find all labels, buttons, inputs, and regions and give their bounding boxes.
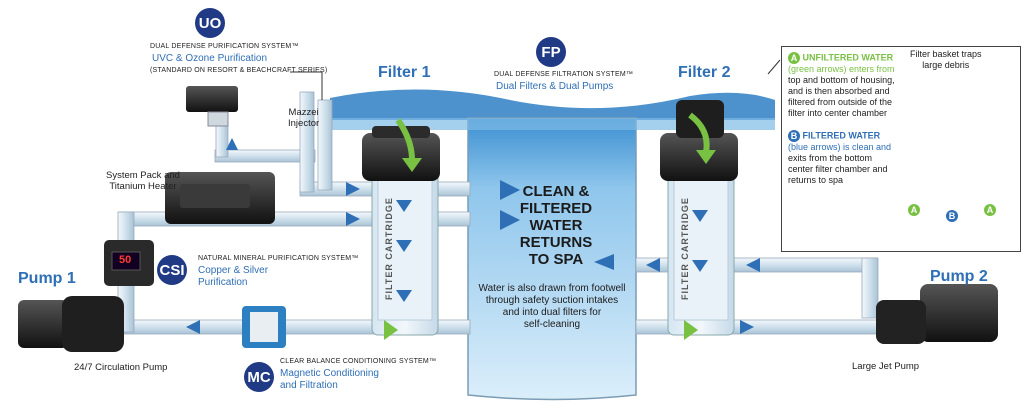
mazzei-label: Mazzei Injector	[288, 107, 319, 129]
pump1	[18, 300, 68, 348]
fp-name: Dual Filters & Dual Pumps	[496, 81, 614, 92]
csi-badge: CSI	[157, 255, 187, 285]
center-line3: WATER	[529, 217, 583, 234]
water-splash	[330, 89, 775, 120]
note-line1: Water is also drawn from footwell	[478, 283, 626, 294]
a-line2: top and bottom of housing,	[788, 75, 895, 85]
csi-name-line2: Purification	[198, 277, 248, 288]
b-line1: (blue arrows) is clean and	[788, 142, 892, 152]
basket-line2: large debris	[922, 60, 970, 70]
filter2-lid	[660, 133, 738, 181]
mc-name-line1: Magnetic Conditioning	[280, 368, 379, 379]
fp-badge: FP	[536, 37, 566, 67]
syspack-line2: Titanium Heater	[109, 181, 177, 192]
circ-pump-label: 24/7 Circulation Pump	[74, 362, 168, 373]
center-line4: RETURNS	[519, 234, 593, 251]
syspack-label: System Pack and Titanium Heater	[106, 170, 180, 192]
a-line4: filtered from outside of the	[788, 97, 893, 107]
pump1-title: Pump 1	[18, 270, 76, 287]
uo-note: (STANDARD ON RESORT & BEACHCRAFT SERIES)	[150, 67, 328, 74]
csi-name: Copper & Silver Purification	[198, 265, 268, 289]
uo-name: UVC & Ozone Purification	[152, 53, 268, 64]
csi-system-label: NATURAL MINERAL PURIFICATION SYSTEM™	[198, 255, 359, 262]
info-box	[781, 46, 1021, 252]
pump2	[920, 284, 998, 342]
a-line5: filter into center chamber	[788, 108, 888, 118]
filter1-cartridge-label: FILTER CARTRIDGE	[384, 197, 394, 300]
uvc-ozone-unit	[186, 86, 238, 112]
uo-system-label: DUAL DEFENSE PURIFICATION SYSTEM™	[150, 43, 299, 50]
mc-badge: MC	[244, 362, 274, 392]
note-line2: through safety suction intakes	[485, 295, 619, 306]
filter2-cartridge-label: FILTER CARTRIDGE	[680, 197, 690, 300]
b-marker-center: B	[946, 210, 958, 222]
filter2-title: Filter 2	[678, 64, 731, 81]
basket-line1: Filter basket traps	[910, 49, 982, 59]
pump2-title: Pump 2	[930, 268, 988, 285]
mazzei-line1: Mazzei	[288, 107, 319, 118]
b-line4: returns to spa	[788, 175, 844, 185]
mc-name-line2: and Filtration	[280, 380, 338, 391]
center-line2: FILTERED	[519, 200, 593, 217]
center-line1: CLEAN &	[522, 183, 590, 200]
a-title: UNFILTERED WATER	[802, 52, 894, 63]
fp-system-label: DUAL DEFENSE FILTRATION SYSTEM™	[494, 71, 634, 78]
footwell-note: Water is also drawn from footwell throug…	[476, 283, 628, 331]
syspack-line1: System Pack and	[106, 170, 180, 181]
b-line2: exits from the bottom	[788, 153, 873, 163]
a-marker-left: A	[908, 204, 920, 216]
a-line3: and is then absorbed and	[788, 86, 890, 96]
b-title: FILTERED WATER	[802, 130, 881, 141]
mc-system-label: CLEAR BALANCE CONDITIONING SYSTEM™	[280, 358, 437, 365]
a-marker: A	[788, 52, 800, 64]
filter1-lid	[362, 133, 440, 181]
b-marker: B	[788, 130, 800, 142]
note-line3: and into dual filters for	[502, 307, 602, 318]
a-line1: (green arrows) enters from	[788, 64, 895, 74]
a-marker-right: A	[984, 204, 996, 216]
center-line5: TO SPA	[528, 251, 584, 268]
info-unfiltered: A UNFILTERED WATER (green arrows) enters…	[788, 52, 895, 119]
uo-badge: UO	[195, 8, 225, 38]
filter1-title: Filter 1	[378, 64, 431, 81]
clean-water-callout: CLEAN & FILTERED WATER RETURNS TO SPA	[506, 183, 606, 268]
mc-name: Magnetic Conditioning and Filtration	[280, 368, 379, 392]
jet-pump-label: Large Jet Pump	[852, 361, 920, 372]
note-line4: self-cleaning	[523, 319, 581, 330]
csi-display: 50	[119, 254, 132, 266]
b-line3: center filter chamber and	[788, 164, 888, 174]
info-filtered: B FILTERED WATER (blue arrows) is clean …	[788, 130, 891, 186]
csi-name-line1: Copper & Silver	[198, 265, 269, 276]
mazzei-line2: Injector	[288, 118, 320, 129]
basket-label: Filter basket traps large debris	[910, 49, 982, 71]
